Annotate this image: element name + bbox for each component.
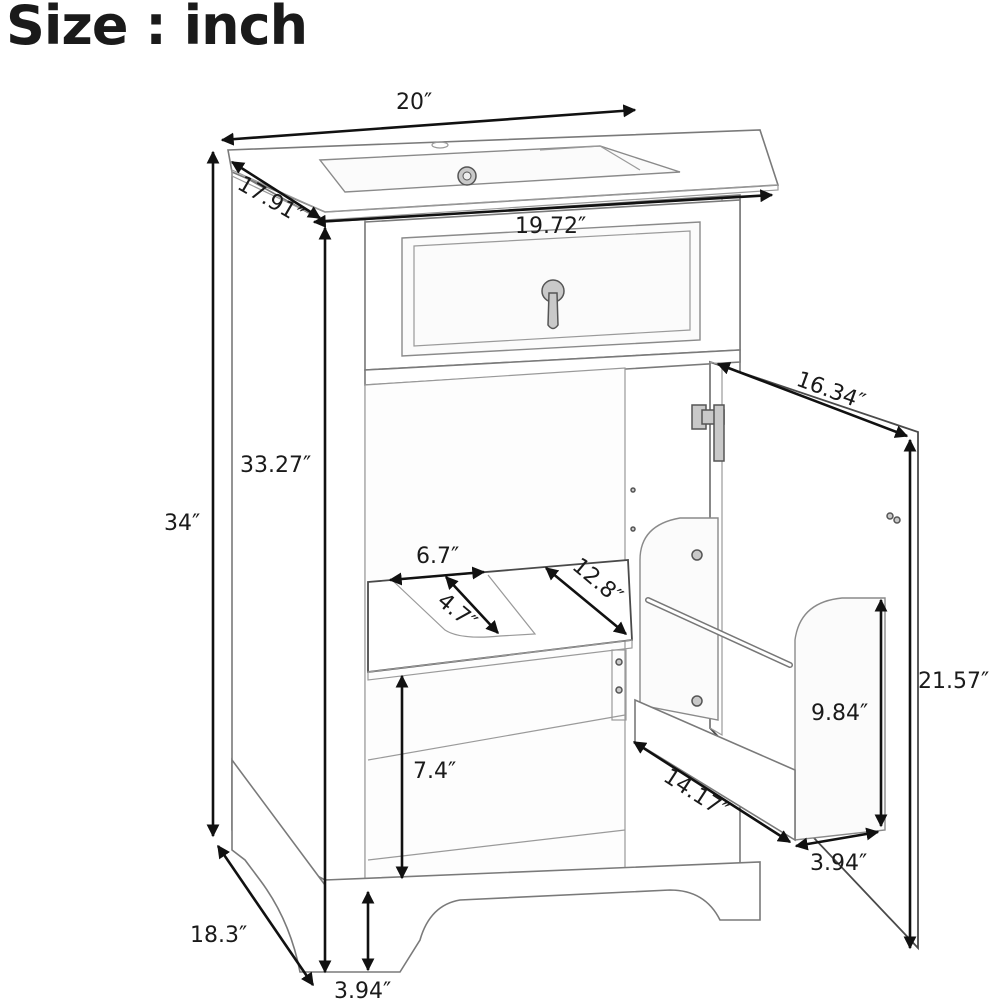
- basin: [318, 145, 681, 193]
- arrow-overall-width: [220, 104, 637, 146]
- arrow-overall-depth: [230, 160, 322, 220]
- cabinet-left-side: [231, 168, 326, 882]
- cabinet-door[interactable]: [630, 360, 919, 951]
- label-rack-depth: 3.94″: [810, 851, 867, 876]
- label-base-depth: 18.3″: [190, 923, 247, 948]
- drawer[interactable]: [364, 199, 741, 386]
- label-cabinet-height: 33.27″: [240, 453, 311, 478]
- label-door-height: 21.57″: [918, 669, 989, 694]
- arrow-door-width: [716, 362, 909, 438]
- interior: [364, 367, 633, 881]
- label-overall-width: 20″: [396, 90, 432, 115]
- label-overall-height: 34″: [164, 511, 200, 536]
- label-base-height: 3.94″: [334, 979, 391, 1000]
- arrow-cabinet-width: [312, 189, 774, 228]
- arrow-rack-width: [632, 740, 792, 844]
- arrow-cutout-width: [388, 566, 486, 586]
- dimension-arrows: [206, 104, 917, 987]
- label-cutout-width: 6.7″: [416, 544, 459, 569]
- diagram-title: Size : inch: [6, 0, 308, 57]
- arrow-cutout-depth: [445, 576, 499, 634]
- arrow-shelf-depth: [544, 566, 628, 636]
- arrow-base-depth: [216, 844, 315, 987]
- label-cabinet-width: 19.72″: [515, 214, 586, 239]
- label-rack-height: 9.84″: [811, 701, 868, 726]
- arrow-rack-depth: [794, 827, 880, 851]
- label-shelf-clearance: 7.4″: [413, 759, 456, 784]
